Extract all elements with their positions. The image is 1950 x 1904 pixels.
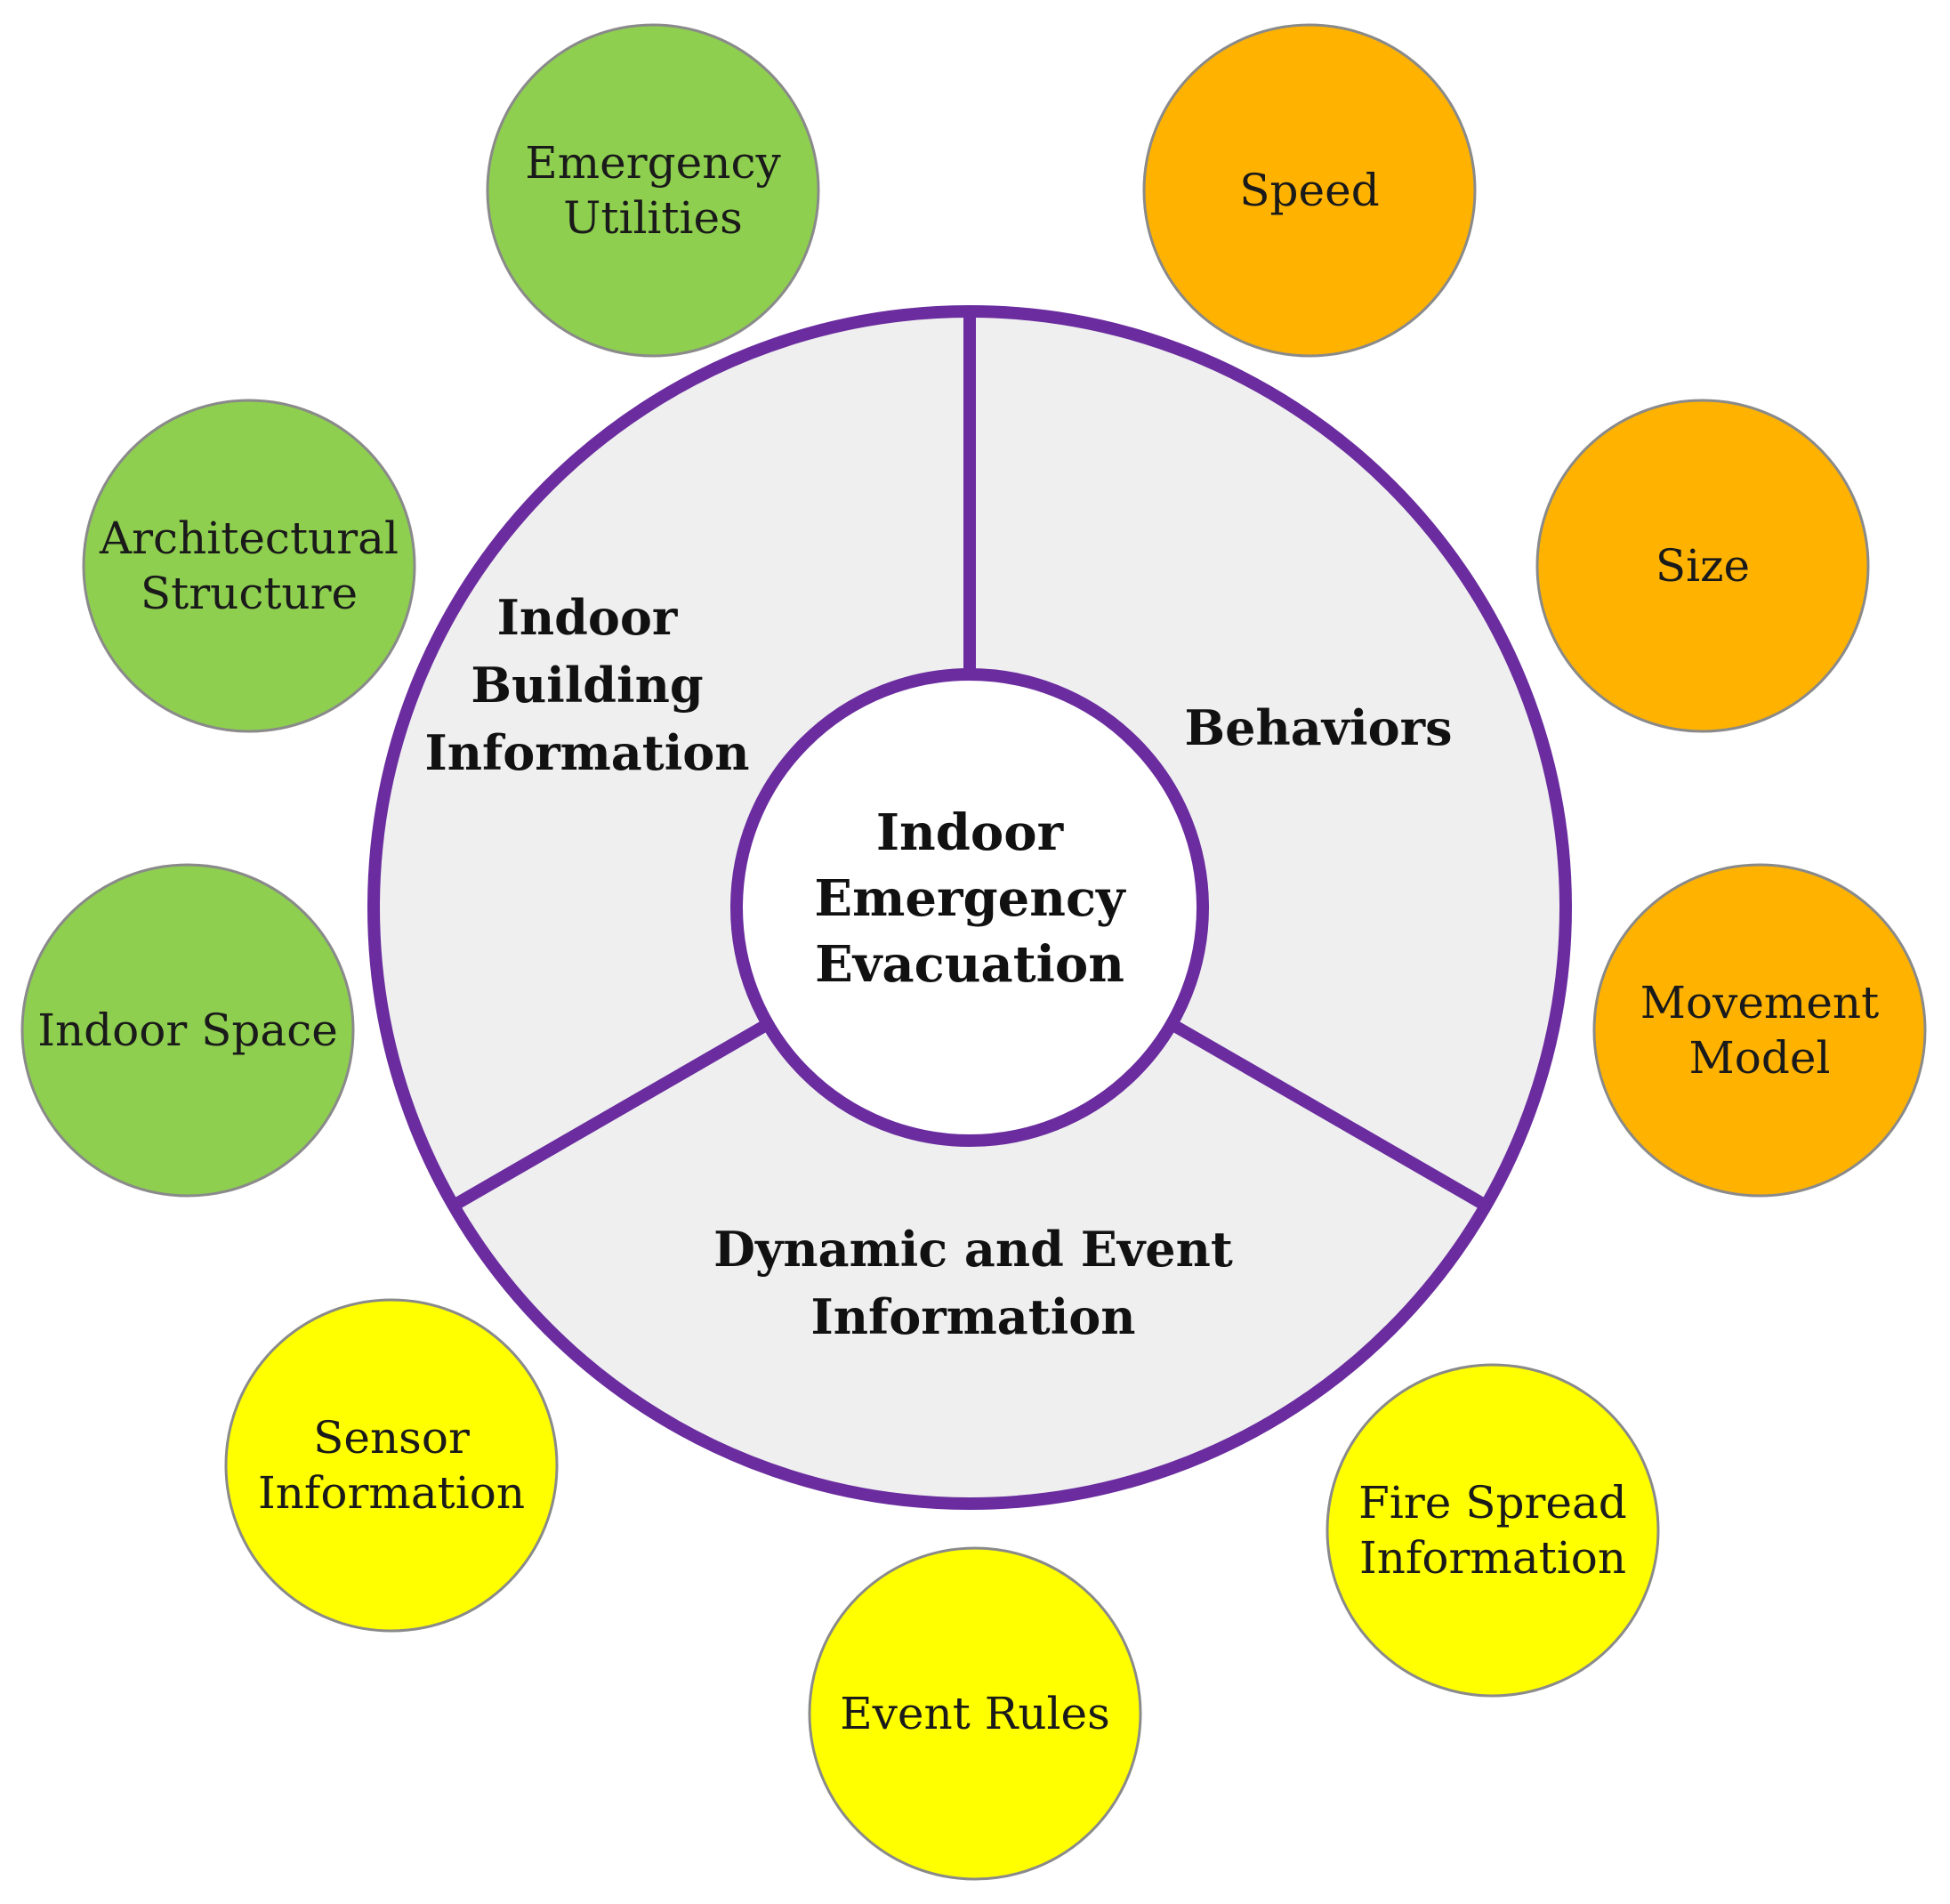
segment-building-line-1: Indoor <box>497 589 678 646</box>
bubble-label-emergency-utilities-line-2: Utilities <box>563 192 743 244</box>
center-label-line-1: Indoor <box>876 803 1065 862</box>
bubble-circle-movement-model <box>1592 863 1927 1198</box>
bubble-event-rules: Event Rules <box>808 1546 1142 1881</box>
bubble-label-fire-spread-information-line-1: Fire Spread <box>1358 1477 1627 1529</box>
bubble-label-architectural-structure-line-2: Structure <box>141 568 358 619</box>
center-label-line-2: Emergency <box>814 869 1126 928</box>
segment-dynamic-line-2: Information <box>810 1288 1135 1345</box>
bubble-speed: Speed <box>1142 23 1477 358</box>
bubble-label-movement-model-line-2: Model <box>1689 1032 1831 1084</box>
bubble-label-speed-line-1: Speed <box>1239 165 1379 216</box>
bubble-label-sensor-information-line-2: Information <box>258 1467 525 1519</box>
bubble-circle-architectural-structure <box>82 399 416 733</box>
divider-lower-right <box>1168 1018 1487 1210</box>
segment-dynamic-line-1: Dynamic and Event <box>713 1221 1233 1278</box>
bubble-circle-fire-spread-information <box>1326 1363 1660 1698</box>
bubble-size: Size <box>1535 399 1870 733</box>
bubble-circle-emergency-utilities <box>486 23 820 358</box>
bubble-circle-sensor-information <box>224 1298 559 1633</box>
bubbles-layer: EmergencyUtilitiesArchitecturalStructure… <box>20 23 1927 1881</box>
bubble-label-sensor-information-line-1: Sensor <box>313 1412 470 1464</box>
labels-layer: IndoorEmergencyEvacuationIndoorBuildingI… <box>424 589 1452 1345</box>
ring-layer <box>367 305 1572 1510</box>
segment-behaviors-line-1: Behaviors <box>1184 699 1452 756</box>
segment-building-line-2: Building <box>471 657 703 714</box>
bubble-label-indoor-space-line-1: Indoor Space <box>37 1004 338 1056</box>
bubble-indoor-space: Indoor Space <box>20 863 355 1198</box>
center-label-line-3: Evacuation <box>815 935 1124 994</box>
bubble-label-size-line-1: Size <box>1656 540 1750 592</box>
bubble-circle-speed <box>1142 23 1477 358</box>
bubble-label-emergency-utilities-line-1: Emergency <box>525 137 781 189</box>
divider-lower-left <box>453 1018 771 1210</box>
bubble-circle-size <box>1535 399 1870 733</box>
bubble-circle-indoor-space <box>20 863 355 1198</box>
segment-building-line-3: Information <box>424 724 749 781</box>
bubble-label-architectural-structure-line-1: Architectural <box>99 512 399 564</box>
bubble-circle-event-rules <box>808 1546 1142 1881</box>
bubble-label-event-rules-line-1: Event Rules <box>840 1688 1110 1739</box>
center-hub <box>730 668 1209 1147</box>
bubble-label-fire-spread-information-line-2: Information <box>1359 1532 1626 1584</box>
bubble-label-movement-model-line-1: Movement <box>1640 977 1879 1029</box>
